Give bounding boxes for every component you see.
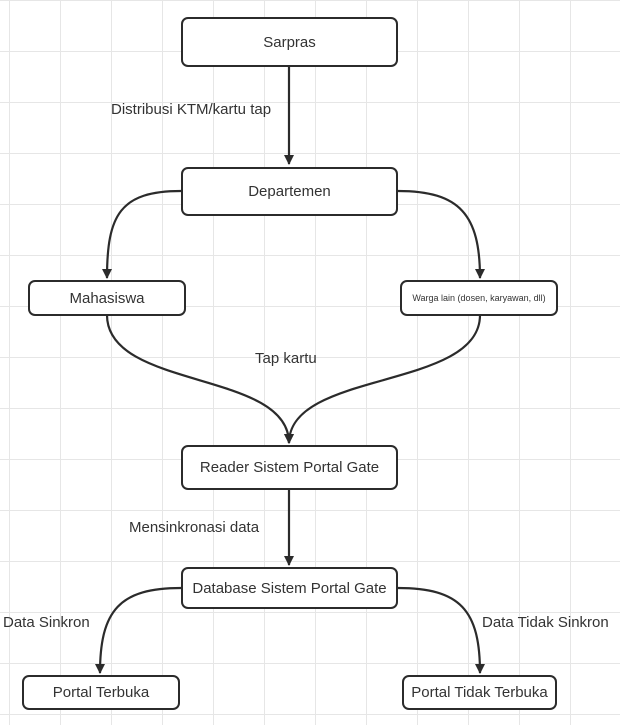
node-departemen: Departemen — [181, 167, 398, 216]
node-database-label: Database Sistem Portal Gate — [192, 579, 387, 597]
node-portal-tidak-terbuka-label: Portal Tidak Terbuka — [411, 684, 548, 701]
edge-label-mensinkronasi: Mensinkronasi data — [129, 519, 260, 536]
node-portal-terbuka-label: Portal Terbuka — [52, 684, 150, 701]
edge-label-data-tidak-sinkron: Data Tidak Sinkron — [482, 614, 609, 631]
node-sarpras-label: Sarpras — [263, 33, 316, 51]
edge-mahasiswa-reader — [105, 314, 294, 444]
edge-label-tap-kartu: Tap kartu — [255, 350, 317, 367]
node-warga-lain: Warga lain (dosen, karyawan, dll) — [400, 280, 558, 316]
edge-label-distribusi: Distribusi KTM/kartu tap — [111, 101, 272, 118]
edge-database-portal-terbuka — [95, 586, 182, 674]
node-database: Database Sistem Portal Gate — [181, 567, 398, 609]
edge-label-data-sinkron: Data Sinkron — [3, 614, 90, 631]
edge-departemen-mahasiswa — [102, 189, 182, 279]
node-sarpras: Sarpras — [181, 17, 398, 67]
node-reader-label: Reader Sistem Portal Gate — [199, 459, 380, 476]
edge-warga-lain-reader — [284, 314, 482, 444]
node-portal-terbuka: Portal Terbuka — [22, 675, 180, 710]
node-mahasiswa-label: Mahasiswa — [69, 289, 145, 307]
node-reader: Reader Sistem Portal Gate — [181, 445, 398, 490]
node-mahasiswa: Mahasiswa — [28, 280, 186, 316]
node-departemen-label: Departemen — [248, 183, 331, 200]
edge-departemen-warga-lain — [397, 189, 485, 279]
node-portal-tidak-terbuka: Portal Tidak Terbuka — [402, 675, 557, 710]
edge-database-portal-tidak-terbuka — [397, 586, 485, 674]
node-warga-lain-label: Warga lain (dosen, karyawan, dll) — [412, 293, 546, 303]
